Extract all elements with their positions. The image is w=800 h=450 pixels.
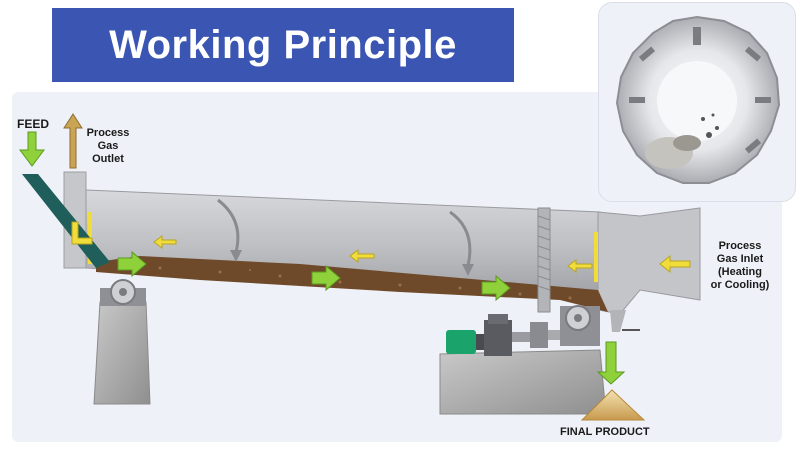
right-support-roller bbox=[560, 305, 600, 346]
discharge-hood bbox=[597, 207, 701, 315]
material-bed bbox=[645, 113, 719, 169]
pinion-housing bbox=[530, 322, 548, 348]
feed-arrow bbox=[19, 131, 45, 167]
process-gas-inlet-label: Process Gas Inlet (Heating or Cooling) bbox=[710, 240, 770, 291]
discharge-seal-ring bbox=[594, 232, 598, 282]
title-banner: Working Principle bbox=[52, 8, 514, 82]
rotation-arrows bbox=[217, 198, 474, 276]
material-arrow-2 bbox=[311, 264, 341, 292]
gas-arrow-2 bbox=[349, 249, 375, 263]
gas-arrow-1 bbox=[153, 235, 177, 249]
left-support-roller bbox=[100, 279, 146, 306]
gear-teeth bbox=[537, 215, 551, 291]
discharge-chute bbox=[610, 310, 626, 332]
rotation-arrow-2 bbox=[449, 210, 472, 267]
product-discharge-arrow bbox=[596, 341, 626, 385]
drum-core bbox=[657, 61, 737, 141]
material-texture bbox=[158, 266, 572, 300]
process-gas-outlet-arrow bbox=[63, 113, 83, 169]
feed-end-gas-bend-arrow bbox=[71, 221, 93, 245]
rotation-arrow-1 bbox=[217, 198, 240, 253]
drum-cross-section bbox=[615, 15, 781, 184]
material-bed bbox=[96, 256, 608, 312]
process-gas-outlet-label: Process Gas Outlet bbox=[86, 127, 130, 165]
girth-gear-rack bbox=[537, 207, 551, 313]
material-arrow-1 bbox=[117, 250, 147, 278]
page-title: Working Principle bbox=[109, 22, 457, 67]
drive-motor bbox=[446, 330, 476, 354]
feed-label: FEED bbox=[17, 117, 50, 131]
drum-cross-section-inset bbox=[598, 2, 796, 202]
drive-train bbox=[446, 305, 600, 356]
gas-flow-arrows bbox=[153, 235, 691, 274]
gas-arrow-3 bbox=[567, 259, 593, 273]
gas-arrow-4 bbox=[659, 254, 691, 274]
drive-base-pedestal bbox=[439, 349, 607, 415]
lifting-flights bbox=[629, 27, 771, 154]
material-flow-arrows bbox=[117, 250, 511, 302]
final-product-label: FINAL PRODUCT bbox=[560, 426, 650, 438]
left-support-pedestal bbox=[93, 301, 151, 405]
material-arrow-3 bbox=[481, 274, 511, 302]
final-product-pile bbox=[580, 389, 646, 421]
gearbox bbox=[484, 320, 512, 356]
